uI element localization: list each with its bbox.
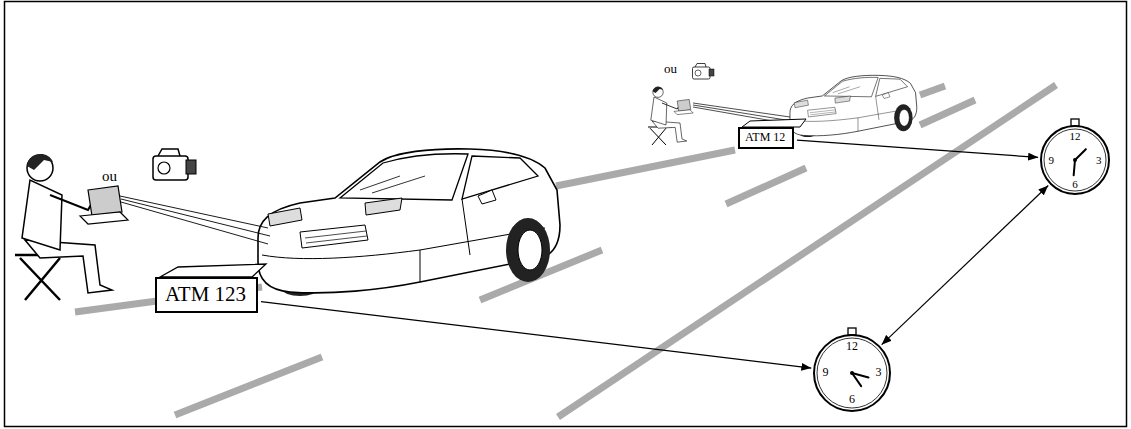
near-car xyxy=(258,149,560,296)
timing-arrow xyxy=(797,140,1038,157)
stopwatch-rim xyxy=(814,335,890,411)
timing-arrow xyxy=(882,186,1049,345)
timing-arrow xyxy=(261,302,811,368)
stopwatch-pivot xyxy=(850,371,854,375)
stopwatch-hand xyxy=(1075,149,1086,160)
dial-number: 6 xyxy=(1072,178,1078,190)
plate-top xyxy=(742,119,806,127)
plate-number: ATM 123 xyxy=(165,283,248,306)
licence-plate: ATM 12 xyxy=(738,127,794,149)
stopwatch-knob xyxy=(848,328,856,335)
near-camera xyxy=(153,149,196,180)
alternative-word: ou xyxy=(102,168,117,185)
dial-number: 6 xyxy=(849,393,855,406)
stopwatch: 12 3 6 9 xyxy=(810,331,894,415)
far-observer xyxy=(648,87,693,145)
lane-dash xyxy=(175,357,322,415)
sight-beam xyxy=(120,196,270,244)
alternative-word: ou xyxy=(664,62,677,76)
far-car xyxy=(790,75,917,137)
stopwatch-dial xyxy=(1044,129,1106,191)
stopwatch-dial xyxy=(817,338,887,408)
licence-plate: ATM 123 xyxy=(155,277,258,313)
dial-number: 12 xyxy=(846,340,858,353)
far-camera xyxy=(693,64,715,80)
stopwatch: 12 3 6 9 xyxy=(1037,122,1113,198)
dial-number: 3 xyxy=(876,366,882,379)
stopwatch-hand xyxy=(852,373,869,377)
dial-number: 9 xyxy=(822,366,828,379)
dial-number: 3 xyxy=(1096,154,1102,166)
stopwatch-pivot xyxy=(1073,158,1077,162)
stopwatch-hand xyxy=(1074,160,1075,175)
lane-dash xyxy=(920,86,945,95)
lane-dash xyxy=(726,168,806,204)
road-markings xyxy=(75,85,1056,417)
frame xyxy=(5,2,1127,427)
near-observer xyxy=(15,154,128,300)
lane-dash xyxy=(920,100,975,125)
lane-line xyxy=(556,150,735,186)
dial-number: 12 xyxy=(1070,130,1081,142)
plate-top xyxy=(160,264,266,277)
stopwatch-knob xyxy=(1071,119,1079,126)
dial-number: 9 xyxy=(1048,154,1054,166)
plate-number: ATM 12 xyxy=(745,131,787,144)
stopwatch-rim xyxy=(1041,126,1109,194)
